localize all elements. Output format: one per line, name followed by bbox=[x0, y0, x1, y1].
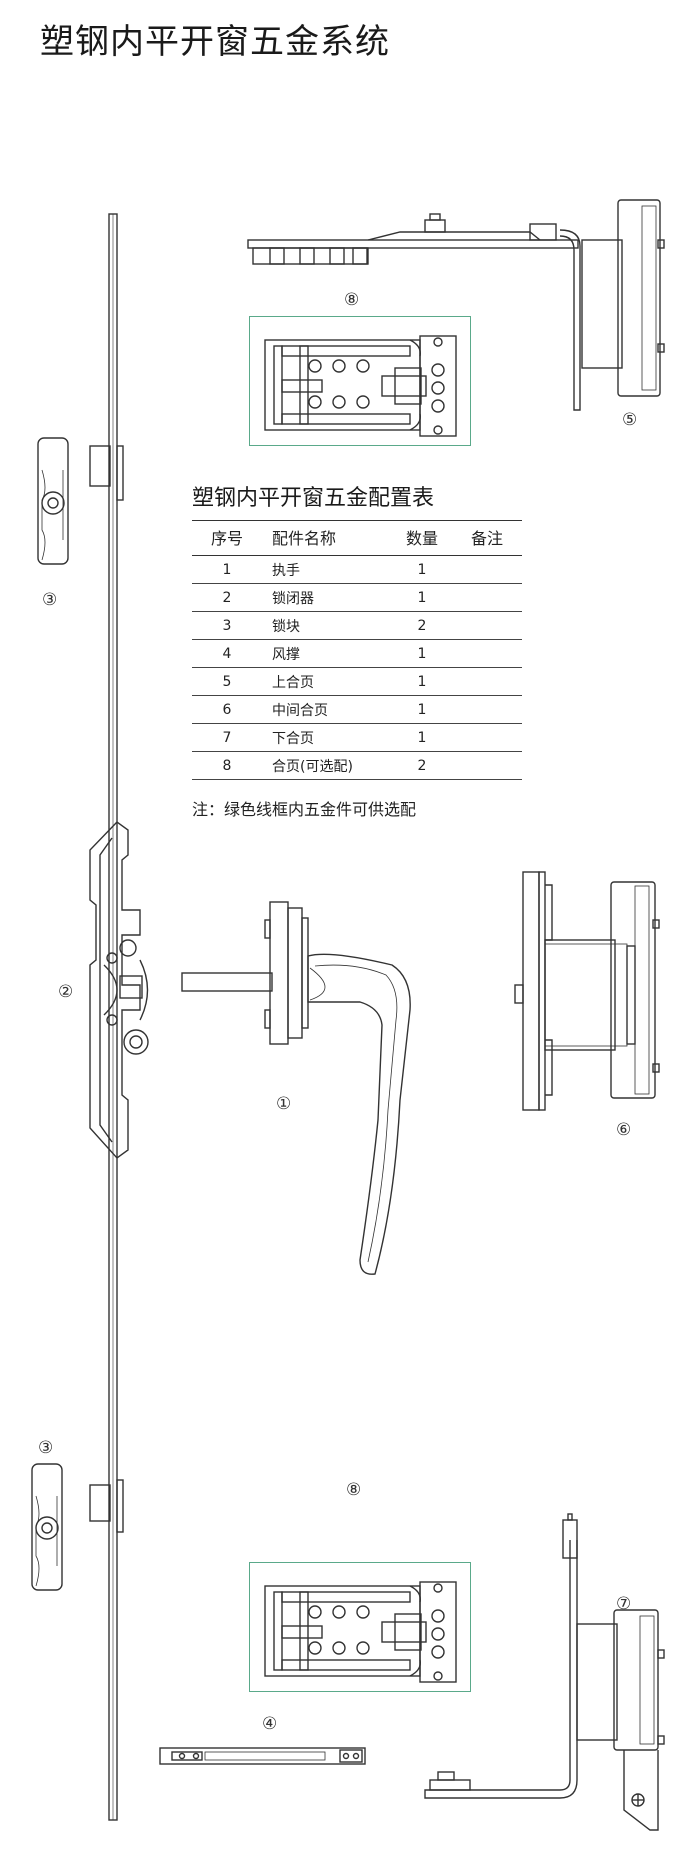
cell-note bbox=[452, 611, 522, 640]
cell-no: 2 bbox=[192, 583, 262, 612]
optional-frame-top bbox=[249, 316, 471, 446]
cell-note bbox=[452, 723, 522, 752]
locking-bar-part bbox=[89, 213, 149, 1821]
friction-stay-part bbox=[159, 1747, 366, 1765]
cell-no: 7 bbox=[192, 723, 262, 752]
table-title: 塑钢内平开窗五金配置表 bbox=[192, 486, 435, 511]
table-header-row: 序号 配件名称 数量 备注 bbox=[192, 520, 522, 556]
cell-note bbox=[452, 583, 522, 612]
cell-qty: 1 bbox=[392, 583, 452, 612]
cell-qty: 1 bbox=[392, 639, 452, 668]
upper-hinge-part bbox=[247, 199, 665, 411]
callout-4: ④ bbox=[262, 1714, 278, 1734]
cell-name: 锁块 bbox=[262, 611, 392, 640]
callout-8-top: ⑧ bbox=[344, 290, 360, 310]
lock-block-top-part bbox=[37, 437, 69, 565]
cell-qty: 1 bbox=[392, 695, 452, 724]
cell-no: 8 bbox=[192, 751, 262, 780]
cell-name: 上合页 bbox=[262, 667, 392, 696]
cell-no: 4 bbox=[192, 639, 262, 668]
lower-hinge-part bbox=[424, 1513, 665, 1831]
header-name: 配件名称 bbox=[262, 520, 392, 556]
cell-qty: 1 bbox=[392, 667, 452, 696]
cell-no: 1 bbox=[192, 555, 262, 584]
table-note: 注：绿色线框内五金件可供选配 bbox=[192, 800, 417, 819]
cell-name: 锁闭器 bbox=[262, 583, 392, 612]
cell-name: 中间合页 bbox=[262, 695, 392, 724]
callout-3-top: ③ bbox=[42, 590, 58, 610]
handle-part bbox=[181, 901, 411, 1275]
cell-qty: 2 bbox=[392, 751, 452, 780]
callout-5: ⑤ bbox=[622, 410, 638, 430]
cell-note bbox=[452, 555, 522, 584]
callout-1: ① bbox=[276, 1094, 292, 1114]
cell-no: 3 bbox=[192, 611, 262, 640]
optional-frame-bottom bbox=[249, 1562, 471, 1692]
cell-name: 下合页 bbox=[262, 723, 392, 752]
cell-name: 风撑 bbox=[262, 639, 392, 668]
cell-qty: 1 bbox=[392, 723, 452, 752]
callout-7: ⑦ bbox=[616, 1594, 632, 1614]
cell-note bbox=[452, 639, 522, 668]
cell-name: 执手 bbox=[262, 555, 392, 584]
cell-note bbox=[452, 751, 522, 780]
header-note: 备注 bbox=[452, 520, 522, 556]
cell-qty: 2 bbox=[392, 611, 452, 640]
cell-no: 6 bbox=[192, 695, 262, 724]
header-no: 序号 bbox=[192, 520, 262, 556]
callout-8-bottom: ⑧ bbox=[346, 1480, 362, 1500]
callout-2: ② bbox=[58, 982, 74, 1002]
cell-note bbox=[452, 695, 522, 724]
cell-no: 5 bbox=[192, 667, 262, 696]
lock-block-bottom-part bbox=[31, 1463, 63, 1591]
header-qty: 数量 bbox=[392, 520, 452, 556]
page-title: 塑钢内平开窗五金系统 bbox=[40, 22, 390, 62]
callout-6: ⑥ bbox=[616, 1120, 632, 1140]
middle-hinge-part bbox=[514, 871, 660, 1111]
optional-hinge-top-part bbox=[264, 335, 457, 437]
cell-name: 合页(可选配) bbox=[262, 751, 392, 780]
callout-3-bottom: ③ bbox=[38, 1438, 54, 1458]
optional-hinge-bottom-part bbox=[264, 1581, 457, 1683]
cell-qty: 1 bbox=[392, 555, 452, 584]
cell-note bbox=[452, 667, 522, 696]
